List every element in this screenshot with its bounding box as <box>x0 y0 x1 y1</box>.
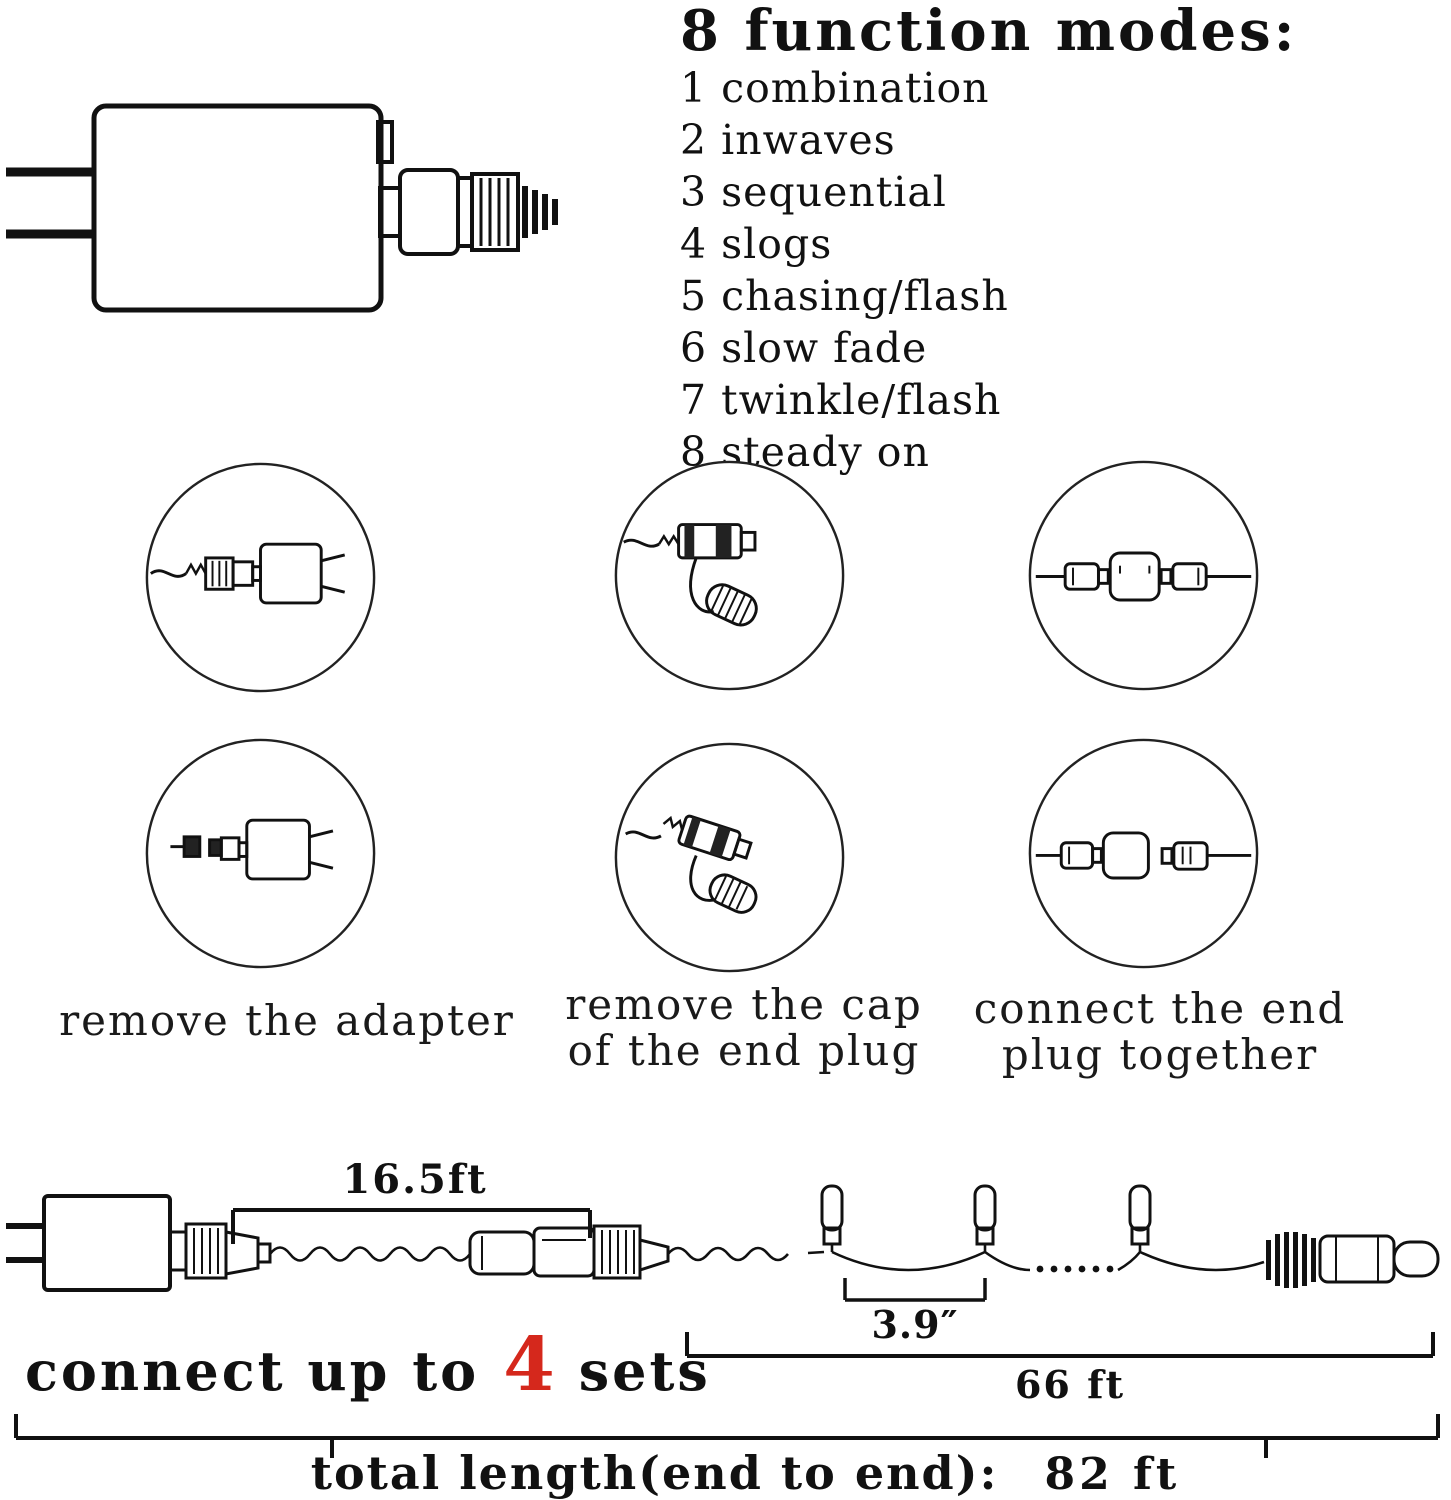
lit-length-label: 66 ft <box>1014 1362 1125 1407</box>
step-plugs-joining-illustration <box>1028 738 1259 969</box>
caption-line: connect the end <box>973 984 1347 1033</box>
lead-length-label: 16.5ft <box>342 1156 488 1203</box>
caption-line: remove the cap <box>565 980 923 1029</box>
threaded-end-plug <box>1266 1232 1316 1288</box>
power-adapter-illustration: <495" /> <box>6 103 558 313</box>
wire-continuation-dots <box>1036 1265 1114 1273</box>
caption-line: plug together <box>1001 1030 1319 1079</box>
threaded-tip <box>522 186 558 238</box>
caption-line: of the end plug <box>567 1026 921 1075</box>
step-cap-removed-illustration <box>614 742 845 973</box>
mode-item: 4 slogs <box>680 220 833 268</box>
connect-count: 4 <box>503 1322 555 1408</box>
step-adapter-attached-illustration <box>145 462 376 693</box>
caption-remove-adapter: remove the adapter <box>37 998 537 1044</box>
step-end-plug-capped-illustration <box>614 460 845 691</box>
mode-item: 1 combination <box>680 64 990 112</box>
modes-title: 8 function modes: <box>680 0 1298 64</box>
caption-line: remove the adapter <box>59 996 515 1045</box>
step-adapter-removed-illustration <box>145 738 376 969</box>
mode-item: 7 twinkle/flash <box>680 376 1002 424</box>
bulb <box>820 1184 844 1252</box>
mode-item: 2 inwaves <box>680 116 896 164</box>
light-string-diagram <box>6 1184 1440 1458</box>
mode-item: 3 sequential <box>680 168 947 216</box>
mode-item: 6 slow fade <box>680 324 928 372</box>
connect-up-to-line: connect up to 4 sets <box>25 1322 711 1408</box>
bracket-lit-length <box>685 1332 1435 1358</box>
total-length-value: 82 ft <box>1044 1449 1181 1500</box>
bulb-spacing-label: 3.9″ <box>871 1302 959 1347</box>
bracket-lead-length <box>231 1208 592 1244</box>
mode-item: 5 chasing/flash <box>680 272 1009 320</box>
bracket-bulb-spacing <box>843 1278 987 1302</box>
total-length-line: total length(end to end): 82 ft <box>20 1446 1451 1500</box>
connect-prefix: connect up to <box>25 1339 480 1403</box>
bracket-total-length <box>14 1414 1440 1458</box>
step-end-plugs-connected-illustration <box>1028 460 1259 691</box>
caption-connect-plugs: connect the end plug together <box>960 986 1360 1078</box>
bulb <box>1128 1184 1152 1252</box>
connect-suffix: sets <box>578 1339 711 1403</box>
bulb <box>973 1184 997 1252</box>
total-length-label: total length(end to end): <box>310 1446 999 1500</box>
caption-remove-cap: remove the cap of the end plug <box>544 982 944 1074</box>
function-modes-panel: 8 function modes: 1 combination 2 inwave… <box>680 0 1400 478</box>
